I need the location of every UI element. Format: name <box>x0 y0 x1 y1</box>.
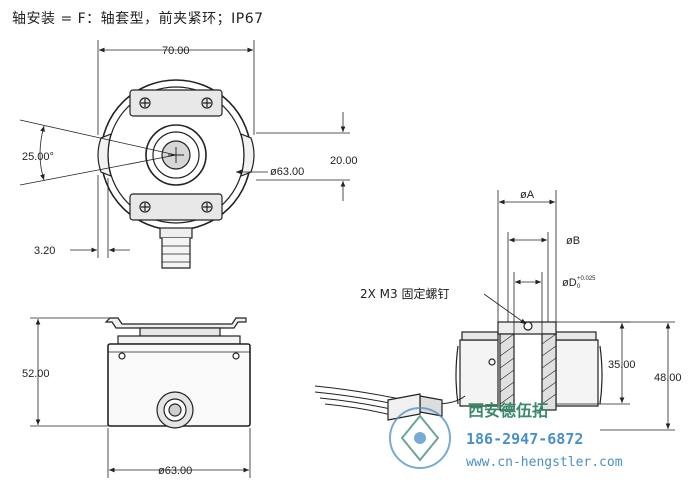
label-screws: 2X M3 固定螺钉 <box>360 286 449 301</box>
front-view <box>97 79 255 269</box>
dim-dia-b: øB <box>566 235 580 247</box>
section-dimensions <box>483 190 675 431</box>
dim-height-52: 52.00 <box>22 368 50 380</box>
section-view <box>314 321 603 421</box>
dim-dia-a: øA <box>520 189 535 201</box>
dim-angle-25: 25.00° <box>22 151 54 163</box>
dim-width-70: 70.00 <box>162 45 190 57</box>
dim-dia-63-front: ø63.00 <box>270 166 304 178</box>
dim-dia-d: øD <box>562 277 577 289</box>
dim-height-35: 35.00 <box>608 359 636 371</box>
page-title: 轴安装 = F：轴套型，前夹紧环；IP67 <box>12 11 264 27</box>
watermark-company: 西安德伍拓 <box>468 401 548 420</box>
front-dimensions <box>19 40 350 258</box>
watermark-phone: 186-2947-6872 <box>466 430 583 448</box>
dim-dia-63-side: ø63.00 <box>158 465 192 477</box>
dim-height-20: 20.00 <box>330 155 358 167</box>
watermark-url: www.cn-hengstler.com <box>466 455 623 470</box>
dim-width-3-20: 3.20 <box>34 245 55 257</box>
dim-height-48: 48.00 <box>654 372 682 384</box>
dim-dia-d-tol-upper: +0.025 <box>577 276 596 282</box>
side-view <box>104 317 251 429</box>
dim-dia-d-tol-lower: 0 <box>577 284 581 290</box>
watermark-logo <box>389 407 451 469</box>
side-dimensions <box>30 317 251 478</box>
